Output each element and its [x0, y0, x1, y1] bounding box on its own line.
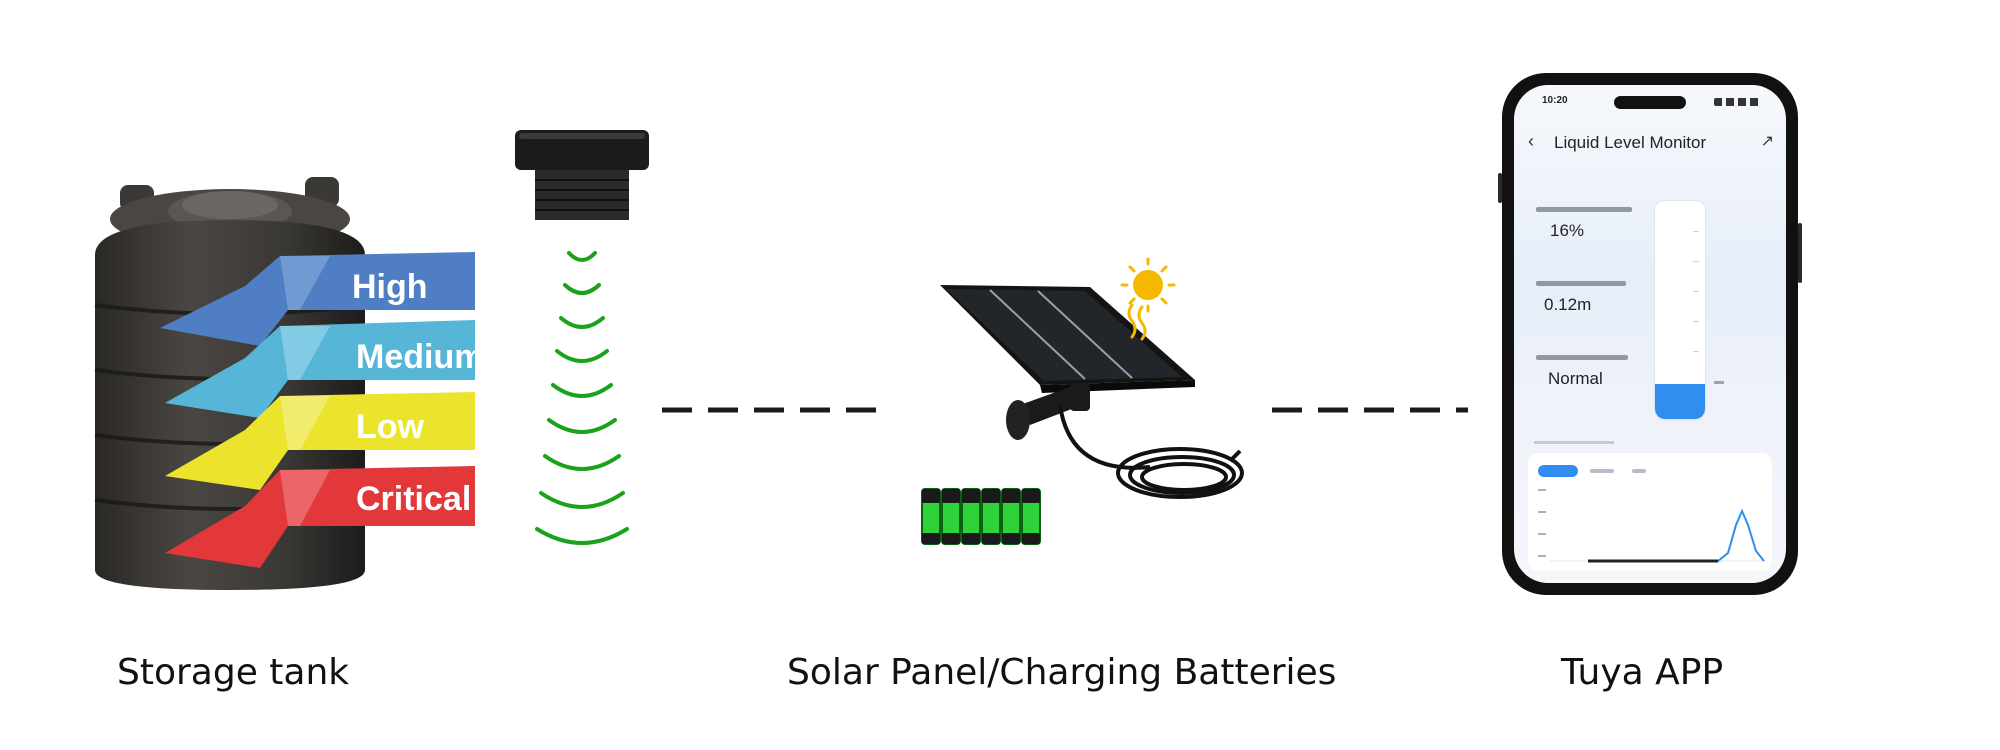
status-time: 10:20: [1542, 95, 1568, 106]
status-bar: 10:20: [1514, 95, 1786, 111]
chevron-left-icon[interactable]: ‹: [1528, 131, 1534, 151]
dashed-connector-right: [1272, 407, 1468, 413]
app-title: Liquid Level Monitor: [1554, 133, 1707, 152]
caption-storage-tank: Storage tank: [117, 652, 350, 693]
level-arrow-critical: Critical: [165, 466, 475, 568]
level-arrow-high: High: [160, 252, 475, 346]
chart-tab-active[interactable]: [1538, 465, 1578, 477]
camera-notch: [1614, 96, 1686, 109]
chart-tab[interactable]: [1590, 469, 1614, 473]
solar-panel-illustration: [940, 257, 1244, 499]
app-header: ‹ Liquid Level Monitor ↗: [1514, 131, 1786, 157]
sensor-head: [515, 130, 649, 220]
app-screen: 10:20 ‹ Liquid Level Monitor ↗ 16% 0.12m…: [1514, 85, 1786, 583]
stat-label-level-status: [1536, 355, 1628, 360]
level-gauge: [1654, 200, 1706, 420]
history-section-label: [1534, 441, 1614, 444]
history-chart-card: [1528, 453, 1772, 571]
status-icons: [1714, 98, 1760, 106]
solar-panel: [940, 285, 1195, 393]
level-arrow-medium: Medium: [165, 320, 484, 418]
tank-level-arrows: High Medium Low Critical: [160, 252, 484, 568]
ultrasonic-sensor-illustration: [515, 130, 649, 545]
stat-value-level-percent: 16%: [1550, 221, 1585, 240]
level-arrow-low: Low: [165, 392, 475, 490]
chart-tab[interactable]: [1632, 469, 1646, 473]
level-label-high: High: [352, 268, 428, 306]
pencil-icon[interactable]: ↗: [1760, 133, 1774, 150]
solar-cable: [1058, 404, 1244, 499]
history-line-chart: [1538, 489, 1765, 563]
phone-mockup: 10:20 ‹ Liquid Level Monitor ↗ 16% 0.12m…: [1498, 73, 1802, 595]
level-label-low: Low: [356, 408, 425, 446]
gauge-marker: [1714, 381, 1724, 384]
caption-tuya-app: Tuya APP: [1561, 652, 1724, 693]
battery-pack-icon: [921, 488, 1041, 545]
level-gauge-fill: [1655, 384, 1705, 419]
stat-label-level-depth: [1536, 281, 1626, 286]
ultrasonic-wave-icon: [535, 251, 629, 545]
stat-value-level-status: Normal: [1548, 369, 1603, 388]
level-label-critical: Critical: [356, 480, 471, 518]
stat-value-level-depth: 0.12m: [1544, 295, 1592, 314]
dashed-connector-left: [662, 407, 878, 413]
stat-label-level-percent: [1536, 207, 1632, 212]
level-label-medium: Medium: [356, 338, 484, 376]
solar-mount: [1006, 383, 1090, 440]
sun-icon: [1120, 257, 1176, 341]
caption-solar-batteries: Solar Panel/Charging Batteries: [787, 652, 1337, 693]
